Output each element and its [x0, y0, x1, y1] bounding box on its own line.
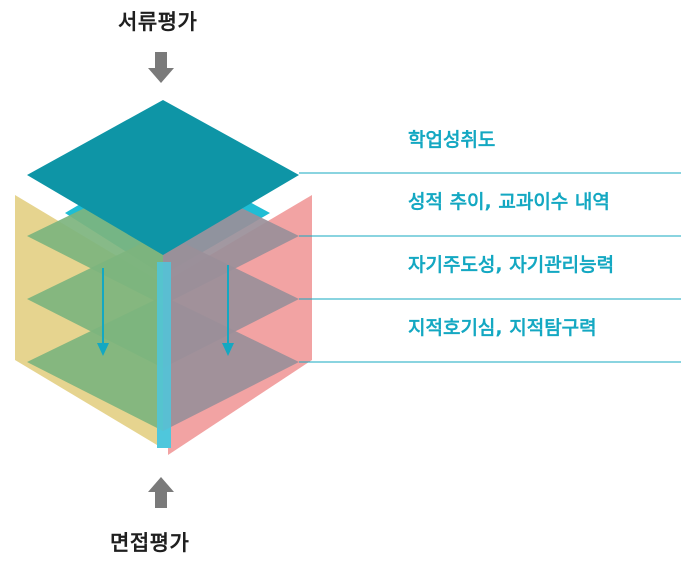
arrow-down-icon — [97, 268, 109, 356]
arrow-down-icon — [222, 265, 234, 356]
inner-plane-3 — [27, 296, 299, 431]
document-evaluation-heading: 서류평가 — [118, 10, 198, 34]
interview-evaluation-heading: 면접평가 — [110, 531, 190, 555]
cube-top-plane — [27, 100, 299, 255]
arrow-down-icon — [148, 52, 174, 83]
layer-label-curiosity: 지적호기심, 지적탐구력 — [408, 317, 597, 339]
layer-label-grade-trend: 성적 추이, 교과이수 내역 — [408, 191, 610, 213]
layer-label-achievement: 학업성취도 — [408, 129, 496, 151]
layer-label-self-direction: 자기주도성, 자기관리능력 — [408, 254, 615, 276]
arrow-up-icon — [148, 477, 174, 508]
